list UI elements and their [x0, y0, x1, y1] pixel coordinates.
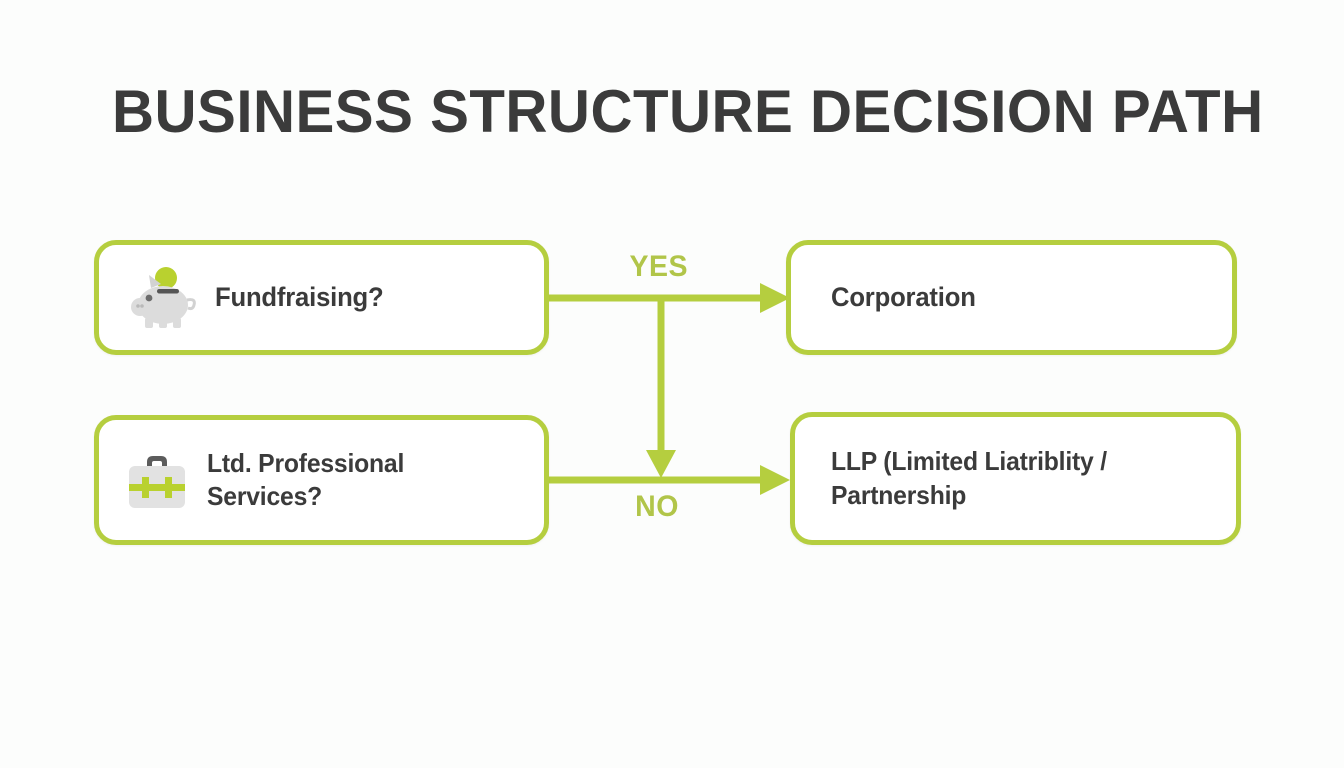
piggy-bank-icon [127, 260, 203, 336]
node-corporation-label: Corporation [831, 282, 976, 313]
page-title: BUSINESS STRUCTURE DECISION PATH [112, 78, 1264, 145]
node-fundraising-label: Fundfraising? [215, 282, 384, 313]
node-professional-services-line1: Ltd. Professional [207, 447, 405, 478]
node-corporation[interactable]: Corporation [786, 240, 1237, 355]
edge-yes [549, 283, 790, 313]
briefcase-icon [121, 444, 193, 516]
node-professional-services-label: Ltd. Professional Services? [207, 447, 404, 514]
node-llp-label: LLP (Limited Liatriblity / Partnership [831, 445, 1107, 512]
edge-label-no: NO [635, 490, 679, 523]
edge-branch-down [646, 298, 676, 478]
node-professional-services[interactable]: Ltd. Professional Services? [94, 415, 549, 545]
node-llp[interactable]: LLP (Limited Liatriblity / Partnership [790, 412, 1241, 545]
edge-label-yes: YES [629, 250, 688, 283]
node-llp-line1: LLP (Limited Liatriblity / [831, 446, 1107, 477]
node-llp-line2: Partnership [831, 479, 967, 510]
node-fundraising[interactable]: Fundfraising? [94, 240, 549, 355]
node-professional-services-line2: Services? [207, 481, 323, 511]
